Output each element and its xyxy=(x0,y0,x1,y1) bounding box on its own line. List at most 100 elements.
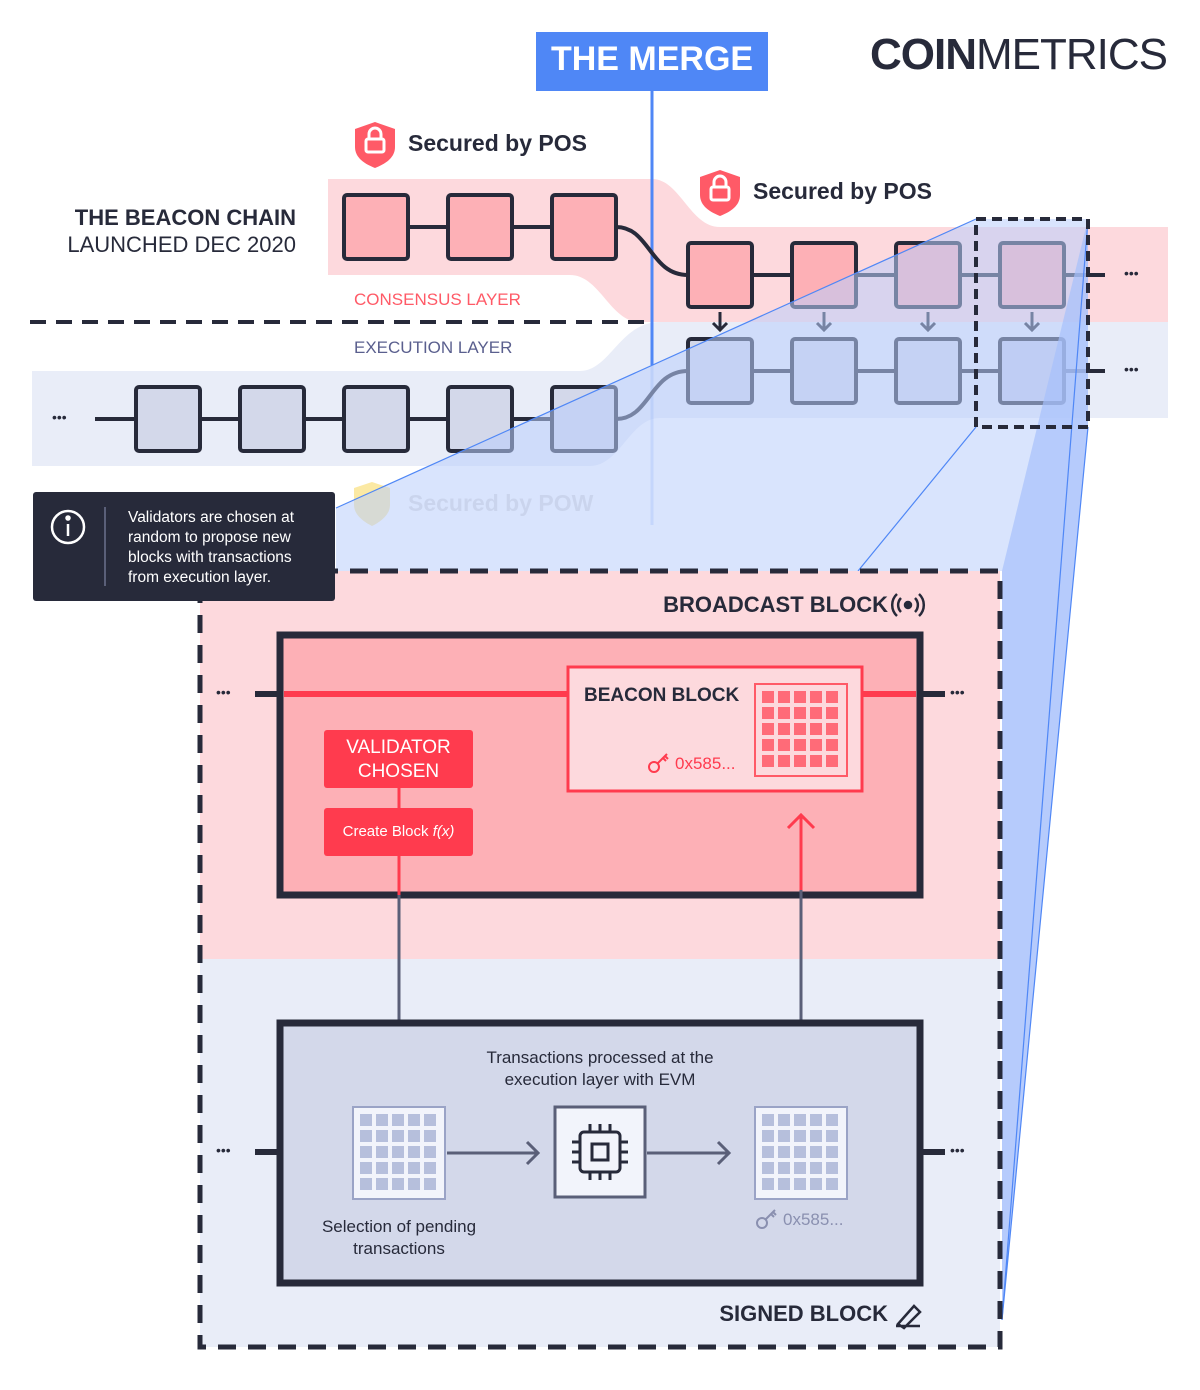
grid-cell xyxy=(810,739,822,751)
beacon-chain-heading: THE BEACON CHAIN xyxy=(74,205,296,230)
grid-cell xyxy=(826,739,838,751)
validator-chosen-badge xyxy=(324,730,473,788)
create-block-button xyxy=(324,808,473,856)
evm-chip-icon xyxy=(553,1105,647,1199)
grid-cell xyxy=(762,739,774,751)
signed-transactions-grid-icon xyxy=(754,1106,848,1200)
create-block-fn: f(x) xyxy=(432,823,455,840)
grid-cell xyxy=(826,707,838,719)
info-line: Validators are chosen at xyxy=(128,509,295,526)
logo-light: METRICS xyxy=(976,30,1168,79)
ellipsis: ••• xyxy=(950,684,965,700)
grid-cell xyxy=(778,1130,790,1142)
grid-cell xyxy=(794,1162,806,1174)
info-line: from execution layer. xyxy=(128,569,272,586)
create-block-text: Create Block xyxy=(342,823,429,840)
ellipsis: ••• xyxy=(52,409,67,425)
grid-cell xyxy=(392,1162,404,1174)
grid-cell xyxy=(376,1178,388,1190)
signature-pen-icon xyxy=(896,1304,922,1330)
grid-cell xyxy=(360,1114,372,1126)
grid-cell xyxy=(794,739,806,751)
grid-cell xyxy=(826,691,838,703)
grid-cell xyxy=(794,1130,806,1142)
grid-cell xyxy=(778,707,790,719)
grid-cell xyxy=(762,1130,774,1142)
grid-cell xyxy=(424,1130,436,1142)
key-icon xyxy=(648,753,669,773)
validator-line: VALIDATOR xyxy=(346,737,451,758)
info-box xyxy=(33,492,335,601)
grid-cell xyxy=(826,1114,838,1126)
grid-cell xyxy=(810,1178,822,1190)
grid-cell xyxy=(826,1162,838,1174)
detail-frame xyxy=(197,568,1003,1350)
grid-cell xyxy=(762,1162,774,1174)
grid-cell xyxy=(794,691,806,703)
chain-stubs xyxy=(255,691,945,1155)
exec-hash: 0x585... xyxy=(783,1210,844,1229)
grid-cell xyxy=(810,691,822,703)
grid-cell xyxy=(424,1114,436,1126)
grid-cell xyxy=(392,1146,404,1158)
evm-caption: Transactions processed at the execution … xyxy=(440,1047,760,1091)
logo-bold: COIN xyxy=(870,30,977,79)
ellipsis: ••• xyxy=(216,684,231,700)
grid-cell xyxy=(762,1146,774,1158)
info-text: Validators are chosen at random to propo… xyxy=(128,508,294,588)
merge-label: THE MERGE xyxy=(550,40,754,78)
grid-cell xyxy=(810,1114,822,1126)
grid-cell xyxy=(424,1178,436,1190)
grid-cell xyxy=(810,723,822,735)
beacon-hash: 0x585... xyxy=(675,754,736,773)
evm-caption-line: execution layer with EVM xyxy=(504,1070,696,1089)
execution-layer-label: EXECUTION LAYER xyxy=(354,338,513,357)
grid-cell xyxy=(794,755,806,767)
grid-cell xyxy=(376,1130,388,1142)
create-block-label: Create Block f(x) xyxy=(324,823,473,840)
grid-cell xyxy=(408,1178,420,1190)
grid-cell xyxy=(762,1114,774,1126)
grid-cell xyxy=(762,1178,774,1190)
grid-cell xyxy=(360,1146,372,1158)
validator-line: CHOSEN xyxy=(357,761,440,782)
grid-cell xyxy=(376,1162,388,1174)
grid-cell xyxy=(810,1130,822,1142)
grid-cell xyxy=(376,1146,388,1158)
grid-cell xyxy=(424,1162,436,1174)
grid-cell xyxy=(762,707,774,719)
broadcast-icon xyxy=(890,593,926,617)
grid-cell xyxy=(826,1178,838,1190)
grid-cell xyxy=(424,1146,436,1158)
grid-cell xyxy=(778,755,790,767)
pending-caption-line: transactions xyxy=(353,1239,445,1258)
grid-cell xyxy=(762,755,774,767)
broadcast-block-label: BROADCAST BLOCK xyxy=(663,592,888,617)
info-line: blocks with transactions xyxy=(128,549,292,566)
grid-cell xyxy=(762,691,774,703)
grid-cell xyxy=(826,755,838,767)
beacon-block-label: BEACON BLOCK xyxy=(584,685,740,706)
pending-transactions-grid-icon xyxy=(352,1106,446,1200)
grid-cell xyxy=(360,1162,372,1174)
grid-cell xyxy=(408,1114,420,1126)
consensus-layer-label: CONSENSUS LAYER xyxy=(354,290,521,309)
beacon-block-grid-icon xyxy=(754,683,848,777)
grid-cell xyxy=(810,755,822,767)
grid-cell xyxy=(778,723,790,735)
grid-cell xyxy=(360,1130,372,1142)
pending-caption-line: Selection of pending xyxy=(321,1217,477,1236)
grid-cell xyxy=(778,739,790,751)
merge-label-box xyxy=(536,32,768,91)
grid-cell xyxy=(360,1178,372,1190)
grid-cell xyxy=(408,1130,420,1142)
selected-block-frame xyxy=(974,217,1090,429)
ellipsis: ••• xyxy=(1124,265,1139,281)
grid-cell xyxy=(392,1130,404,1142)
grid-cell xyxy=(376,1114,388,1126)
beacon-chain-title: THE BEACON CHAIN LAUNCHED DEC 2020 xyxy=(30,204,296,258)
grid-cell xyxy=(778,1114,790,1126)
grid-cell xyxy=(794,1114,806,1126)
evm-caption-line: Transactions processed at the xyxy=(486,1048,714,1067)
